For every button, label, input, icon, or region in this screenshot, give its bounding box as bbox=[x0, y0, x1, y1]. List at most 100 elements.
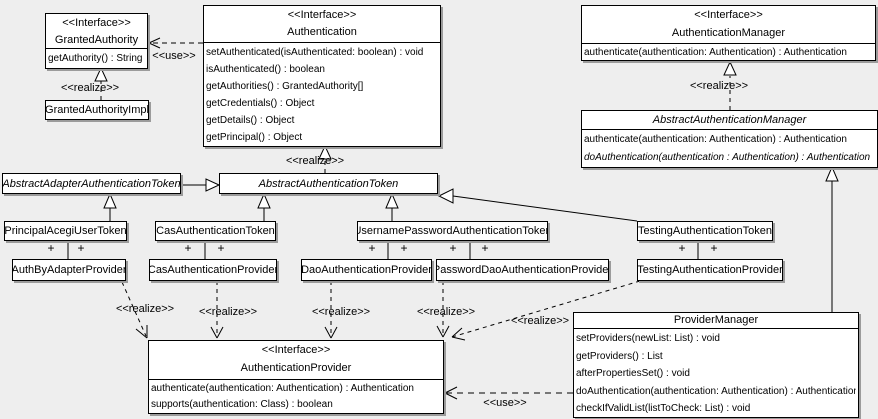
realize-label-dao: <<realize>> bbox=[311, 306, 371, 318]
class-provider-manager: ProviderManager setProviders(newList: Li… bbox=[573, 312, 859, 418]
realize-edge-grantedauthorityimpl bbox=[94, 66, 108, 100]
gen-edge-providermanager bbox=[825, 165, 839, 312]
operation: authenticate(authentication: Authenticat… bbox=[584, 47, 847, 58]
realize-edge-passworddaoauthenticationprovider bbox=[436, 281, 450, 338]
operation: getProviders() : List bbox=[576, 350, 663, 362]
gen-edge-casauthenticationtoken bbox=[257, 192, 271, 221]
class-name: AuthByAdapterProvider bbox=[12, 264, 126, 276]
operation: getPrincipal() : Object bbox=[206, 132, 303, 143]
operations-compartment: authenticate(authentication: Authenticat… bbox=[582, 44, 875, 60]
realize-edge-abstractauthenticationmanager bbox=[723, 60, 737, 110]
plus-adornment: + bbox=[217, 241, 225, 255]
class-header: AbstractAuthenticationManager bbox=[582, 111, 877, 130]
stereotype-label: <<Interface>> bbox=[287, 9, 357, 21]
realize-label-abstracttoken: <<realize>> bbox=[285, 155, 345, 167]
use-label-providermanager: <<use>> bbox=[483, 397, 527, 409]
operation: getDetails() : Object bbox=[206, 115, 295, 126]
realize-label-abstractmanager: <<realize>> bbox=[689, 80, 749, 92]
operation: isAuthenticated() : boolean bbox=[206, 64, 325, 75]
plus-adornment: + bbox=[184, 241, 192, 255]
class-authentication-manager: <<Interface>> AuthenticationManager auth… bbox=[581, 5, 876, 61]
realize-label-cas: <<realize>> bbox=[198, 306, 258, 318]
realize-edge-abstractauthenticationtoken bbox=[318, 144, 332, 173]
plus-adornment: + bbox=[400, 241, 408, 255]
class-granted-authority-impl: GrantedAuthorityImpl bbox=[45, 100, 149, 120]
class-name: CasAuthenticationProvider bbox=[149, 264, 277, 276]
class-name: UsernamePasswordAuthenticationToken bbox=[357, 225, 548, 237]
plus-adornment: + bbox=[481, 241, 489, 255]
class-username-password-authentication-token: UsernamePasswordAuthenticationToken bbox=[357, 221, 548, 241]
class-name: CasAuthenticationToken bbox=[156, 225, 275, 237]
operation: afterPropertiesSet() : void bbox=[576, 368, 690, 380]
class-abstract-authentication-token: AbstractAuthenticationToken bbox=[219, 173, 438, 194]
operations-compartment: authenticate(authentication: Authenticat… bbox=[149, 380, 443, 413]
realize-edge-casauthenticationprovider bbox=[210, 281, 224, 339]
operation: doAuthentication(authentication: Authent… bbox=[576, 385, 856, 397]
operations-compartment: authenticate(authentication: Authenticat… bbox=[582, 130, 877, 167]
operation: checkIfValidList(listToCheck: List) : vo… bbox=[576, 403, 751, 415]
class-name: PasswordDaoAuthenticationProvider bbox=[436, 264, 609, 276]
realize-edge-daoauthenticationprovider bbox=[324, 281, 338, 339]
class-name: Authentication bbox=[287, 26, 357, 38]
class-header: <<Interface>> GrantedAuthority bbox=[46, 14, 147, 49]
plus-adornment: + bbox=[449, 241, 457, 255]
plus-adornment: + bbox=[47, 241, 55, 255]
stereotype-label: <<Interface>> bbox=[62, 17, 131, 29]
plus-adornment: + bbox=[77, 241, 85, 255]
gen-edge-abstractadapter-abstracttoken bbox=[181, 178, 221, 192]
class-testing-authentication-token: TestingAuthenticationToken bbox=[637, 221, 773, 241]
stereotype-label: <<Interface>> bbox=[694, 9, 763, 21]
class-dao-authentication-provider: DaoAuthenticationProvider bbox=[301, 259, 432, 281]
realize-edge-authbyadapterprovider bbox=[121, 281, 148, 339]
operation: setProviders(newList: List) : void bbox=[576, 333, 720, 344]
gen-edge-usernamepasswordtoken bbox=[385, 192, 399, 221]
class-authentication-provider: <<Interface>> AuthenticationProvider aut… bbox=[148, 340, 444, 414]
class-abstract-adapter-authentication-token: AbstractAdapterAuthenticationToken bbox=[2, 173, 181, 194]
realize-label-grantedauthorityimpl: <<realize>> bbox=[60, 82, 120, 94]
class-name: ProviderManager bbox=[673, 314, 759, 326]
plus-adornment: + bbox=[368, 241, 376, 255]
stereotype-label: <<Interface>> bbox=[261, 344, 331, 356]
operation: supports(authentication: Class) : boolea… bbox=[151, 399, 333, 410]
operation: authenticate(authentication: Authenticat… bbox=[151, 383, 414, 394]
use-label-grantedauthority: <<use>> bbox=[152, 50, 196, 62]
class-name: AuthenticationProvider bbox=[240, 362, 352, 374]
operations-compartment: setAuthenticated(isAuthenticated: boolea… bbox=[204, 43, 440, 146]
gen-edge-testingauthenticationtoken bbox=[437, 188, 638, 222]
class-name: AbstractAuthenticationManager bbox=[652, 114, 807, 126]
class-name: TestingAuthenticationProvider bbox=[637, 264, 783, 276]
realize-label-passworddao: <<realize>> bbox=[416, 306, 476, 318]
gen-edge-principalacegiusertoken bbox=[103, 192, 117, 221]
plus-adornment: + bbox=[678, 241, 686, 255]
class-testing-authentication-provider: TestingAuthenticationProvider bbox=[637, 259, 783, 281]
class-header: <<Interface>> AuthenticationManager bbox=[582, 6, 875, 44]
class-authentication: <<Interface>> Authentication setAuthenti… bbox=[203, 5, 441, 147]
operation: setAuthenticated(isAuthenticated: boolea… bbox=[206, 47, 424, 58]
use-edge-providermanager-authenticationprovider bbox=[444, 386, 573, 400]
class-name: GrantedAuthority bbox=[54, 34, 139, 46]
plus-adornment: + bbox=[710, 241, 718, 255]
operations-compartment: setProviders(newList: List) : void getPr… bbox=[574, 329, 858, 418]
class-name: GrantedAuthorityImpl bbox=[45, 104, 149, 116]
use-edge-authentication-grantedauthority bbox=[148, 37, 203, 49]
class-name: AbstractAdapterAuthenticationToken bbox=[2, 177, 181, 190]
class-password-dao-authentication-provider: PasswordDaoAuthenticationProvider bbox=[436, 259, 609, 281]
class-header: <<Interface>> Authentication bbox=[204, 6, 440, 43]
operation: authenticate(authentication: Authenticat… bbox=[584, 134, 847, 145]
operation: getAuthorities() : GrantedAuthority[] bbox=[206, 81, 364, 92]
operations-compartment: getAuthority() : String bbox=[46, 49, 147, 68]
class-name: PrincipalAcegiUserToken bbox=[4, 225, 127, 237]
class-header: ProviderManager bbox=[574, 313, 858, 329]
class-auth-by-adapter-provider: AuthByAdapterProvider bbox=[12, 259, 126, 281]
class-principal-acegi-user-token: PrincipalAcegiUserToken bbox=[4, 221, 127, 241]
class-abstract-authentication-manager: AbstractAuthenticationManager authentica… bbox=[581, 110, 878, 168]
realize-label-testing: <<realize>> bbox=[510, 315, 570, 327]
class-name: AbstractAuthenticationToken bbox=[258, 177, 399, 190]
class-name: AuthenticationManager bbox=[671, 27, 786, 39]
operation: doAuthentication(authentication : Authen… bbox=[584, 152, 871, 163]
class-header: <<Interface>> AuthenticationProvider bbox=[149, 341, 443, 380]
realize-label-authbyadapter: <<realize>> bbox=[115, 303, 175, 315]
realize-edge-testingauthenticationprovider bbox=[451, 280, 641, 341]
